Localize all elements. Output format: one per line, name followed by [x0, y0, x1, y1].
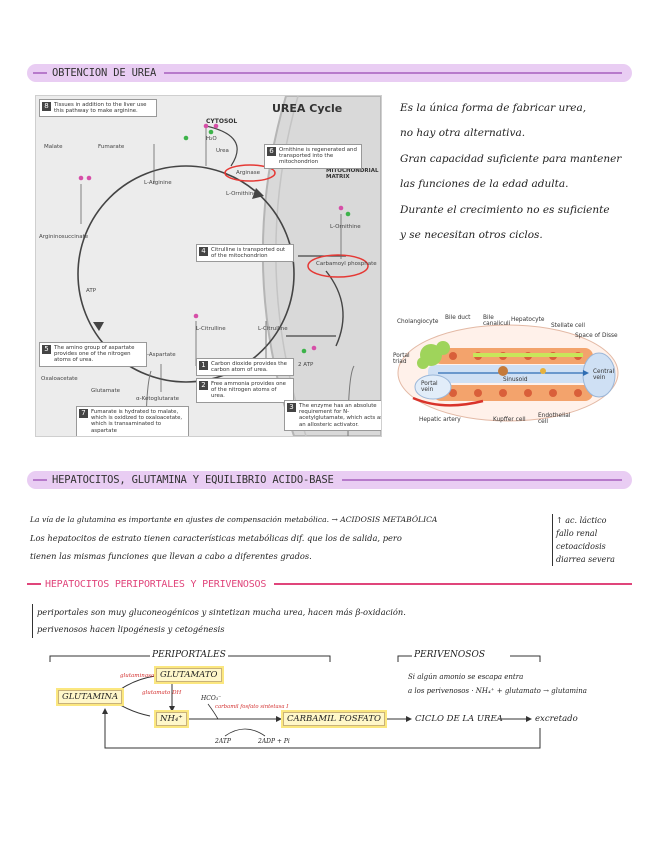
excretado-label: excretado — [535, 714, 578, 724]
kupffer-label: Kupffer cell — [493, 417, 526, 423]
periportal-notes: periportales son muy gluconeogénicos y s… — [32, 604, 406, 638]
hepartery-label: Hepatic artery — [419, 417, 461, 423]
list-item: fallo renal — [556, 527, 615, 540]
atp-label: ATP — [86, 288, 96, 294]
arginine-label: L-Arginine — [144, 180, 172, 186]
argsucc-label: Argininosuccinate — [39, 234, 88, 240]
carbamil-box: CARBAMIL FOSFATO — [283, 712, 385, 726]
stellate-label: Stellate cell — [551, 323, 585, 329]
list-item: cetoacidosis — [556, 540, 615, 553]
adp-label: 2ADP + Pi — [258, 738, 290, 745]
urea-label: Urea — [216, 148, 229, 154]
ornithine-label: L-Ornithine — [226, 191, 257, 197]
note-line: y se necesitan otros ciclos. — [400, 229, 543, 241]
hepatocyte-label: Hepatocyte — [511, 317, 544, 323]
paragraph-line: La vía de la glutamina es importante en … — [30, 514, 437, 526]
section-title: OBTENCION DE UREA — [52, 67, 156, 79]
matrix-label: MITOCHONDRIAL MATRIX — [326, 168, 376, 180]
subheading-title: HEPATOCITOS PERIPORTALES Y PERIVENOSOS — [45, 579, 266, 590]
glutamato-box: GLUTAMATO — [156, 668, 222, 682]
fumarate-label: Fumarate — [98, 144, 124, 150]
list-item: diarrea severa — [556, 553, 615, 566]
list-item: ↑ ac. láctico — [556, 514, 615, 527]
h2o-label: H₂O — [206, 136, 217, 142]
malate-label: Malate — [44, 144, 63, 150]
perivenosos-label: PERIVENOSOS — [414, 650, 485, 660]
subheading-dash — [27, 583, 41, 585]
portaltriad-label: Portal triad — [393, 353, 415, 365]
glutamate-label: Glutamate — [91, 388, 120, 394]
banner-line — [342, 479, 622, 481]
periportales-label: PERIPORTALES — [152, 650, 226, 660]
perivenosos-note: Si algún amonio se escapa entra a los pe… — [408, 670, 587, 698]
ciclo-label: CICLO DE LA UREA — [415, 714, 503, 724]
atp-label: 2ATP — [215, 738, 231, 745]
paragraph-line: Los hepatocitos de estrato tienen caract… — [30, 532, 402, 544]
bilecan-label: Bile canaliculi — [483, 315, 511, 327]
nh4-box: NH₄⁺ — [156, 712, 187, 726]
oxaloacetate-label: Oxaloacetate — [41, 376, 78, 382]
note-line: Es la única forma de fabricar urea, — [400, 102, 586, 114]
banner-dash — [33, 72, 47, 74]
akg-label: α-Ketoglutarate — [136, 396, 179, 402]
note-line: Gran capacidad suficiente para mantener — [400, 153, 621, 165]
arginase-label: Arginase — [236, 170, 260, 176]
carbphos-label: Carbamoyl phosphate — [316, 261, 377, 267]
citrulline2-label: L-Citrulline — [258, 326, 288, 332]
banner-line — [164, 72, 622, 74]
liver-lobule-figure: Cholangiocyte Bile duct Bile canaliculi … — [393, 313, 623, 435]
centralvein-label: Central vein — [593, 369, 621, 381]
section-banner-hepatocitos: HEPATOCITOS, GLUTAMINA Y EQUILIBRIO ACID… — [27, 471, 632, 489]
portalvein-label: Portal vein — [421, 381, 445, 393]
note-line: perivenosos hacen lipogénesis y cetogéne… — [37, 621, 406, 638]
note-line: Si algún amonio se escapa entra — [408, 670, 587, 684]
hco3-label: HCO₃⁻ — [201, 695, 221, 702]
enzyme-label: carbamil fosfato sintetasa I — [215, 704, 288, 710]
note-line: no hay otra alternativa. — [400, 127, 525, 139]
note-line: a los perivenosos · NH₄⁺ + glutamato → g… — [408, 684, 587, 698]
endothelial-label: Endothelial cell — [538, 413, 578, 425]
note-line: periportales son muy gluconeogénicos y s… — [37, 604, 406, 621]
glutaminasa-label: glutaminasa — [120, 673, 154, 679]
atp2-label: 2 ATP — [298, 362, 313, 368]
section-banner-urea: OBTENCION DE UREA — [27, 64, 632, 82]
subheading-periportales: HEPATOCITOS PERIPORTALES Y PERIVENOSOS — [27, 577, 632, 591]
figure-title: UREA Cycle — [272, 102, 342, 115]
acidosis-list: ↑ ac. láctico fallo renal cetoacidosis d… — [552, 514, 615, 566]
bileduct-label: Bile duct — [445, 315, 470, 321]
section-title: HEPATOCITOS, GLUTAMINA Y EQUILIBRIO ACID… — [52, 474, 334, 486]
paragraph-line: tienen las mismas funciones que llevan a… — [30, 550, 312, 562]
glutamina-box: GLUTAMINA — [58, 690, 122, 704]
sinusoid-label: Sinusoid — [503, 377, 528, 383]
ornithine2-label: L-Ornithine — [330, 224, 361, 230]
urea-cycle-figure: UREA Cycle CYTOSOL MITOCHONDRIAL MATRIX … — [35, 95, 382, 437]
note-line: Durante el crecimiento no es suficiente — [400, 204, 610, 216]
note-line: las funciones de la edad adulta. — [400, 178, 568, 190]
banner-dash — [33, 479, 47, 481]
disse-label: Space of Disse — [575, 333, 618, 339]
aspartate-label: L-Aspartate — [144, 352, 176, 358]
glutamato-dh-label: glutamato DH — [142, 690, 181, 696]
citrulline-label: L-Citrulline — [196, 326, 226, 332]
cholangiocyte-label: Cholangiocyte — [397, 319, 438, 325]
cytosol-label: CYTOSOL — [206, 118, 237, 125]
subheading-line — [274, 583, 632, 585]
